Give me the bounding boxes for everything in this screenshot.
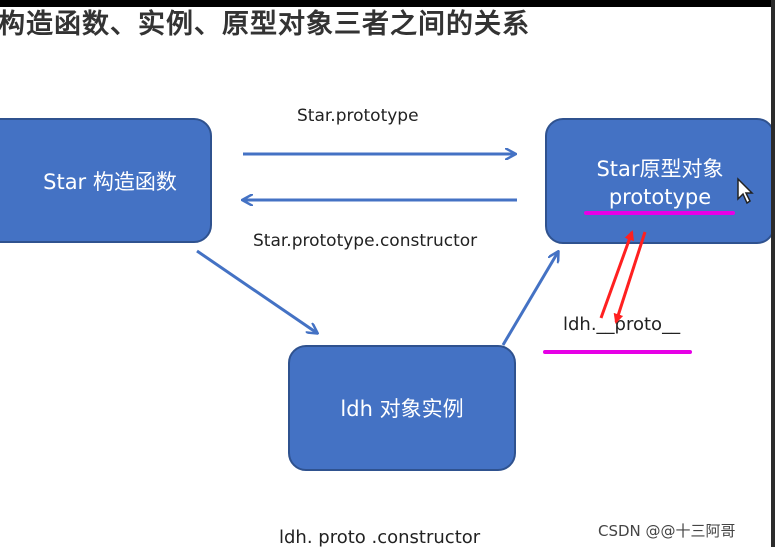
instance-node-label: ldh 对象实例 [340,397,464,421]
csdn-watermark: CSDN @@十三阿哥 [598,522,736,540]
proto-edge-label: ldh.__proto__ [563,314,681,335]
top-bar [0,0,775,7]
mouse-cursor-icon [737,177,754,205]
constructor-edge-label: Star.prototype.constructor [253,231,478,251]
footer-chain-text: ldh. proto .constructor [279,527,481,548]
prototype-node-subtitle: prototype [608,185,712,209]
new-instance-arrow [196,249,317,333]
constructor-node-label: Star 构造函数 [43,169,177,194]
slide-title: 构造函数、实例、原型对象三者之间的关系 [0,9,530,36]
right-edge-bar [771,0,775,547]
instance-node: ldh 对象实例 [288,345,516,471]
prototype-edge-label: Star.prototype [297,106,419,126]
prototype-node-title: Star原型对象 [596,157,724,181]
constructor-node: Star 构造函数 [0,118,212,243]
annotation-arrow-down [613,231,647,324]
annotation-arrow-up [599,230,634,319]
proto-chain-arrow [501,252,558,346]
